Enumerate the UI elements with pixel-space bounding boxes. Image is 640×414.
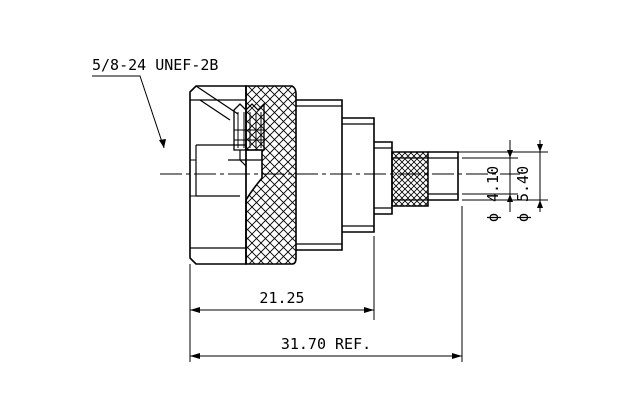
dim-length-inner: 21.25 (259, 289, 304, 307)
dim-dia-outer: 5.40 (514, 166, 532, 202)
dia-symbol-inner: ϕ (484, 213, 502, 222)
thread-callout: 5/8-24 UNEF-2B (92, 56, 218, 149)
thread-callout-text: 5/8-24 UNEF-2B (92, 56, 218, 74)
dim-dia-inner: 4.10 (484, 166, 502, 202)
crimp-ferrule (391, 151, 429, 207)
length-dimensions: 21.25 31.70 REF. (189, 206, 463, 362)
connector-body (296, 99, 393, 251)
dim-length-total: 31.70 REF. (281, 335, 371, 353)
dia-symbol-outer: ϕ (514, 213, 532, 222)
diameter-dimensions: ϕ 4.10 ϕ 5.40 (458, 140, 548, 222)
knurled-nut (245, 85, 297, 265)
cable-end (428, 151, 459, 201)
